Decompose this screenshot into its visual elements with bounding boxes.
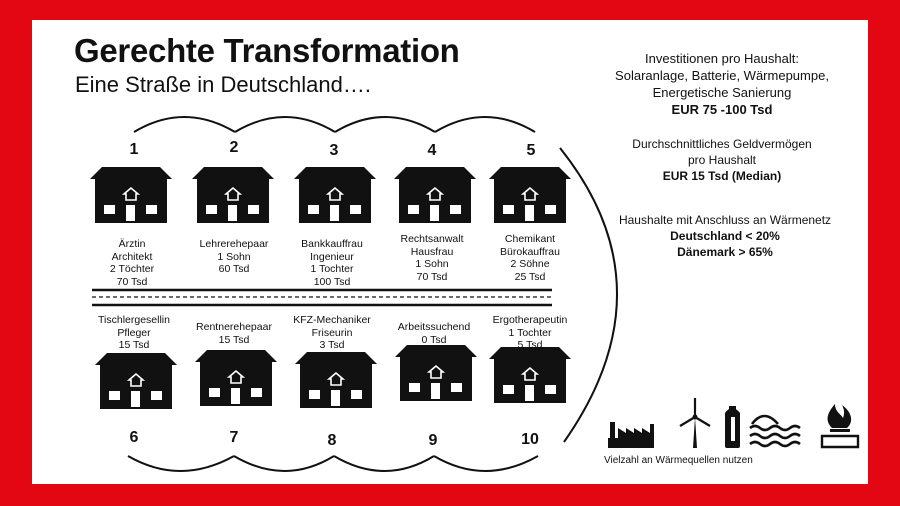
- house-7: [194, 349, 278, 407]
- house-number-9: 9: [428, 432, 438, 449]
- wealth-info: Durchschnittliches Geldvermögen pro Haus…: [622, 136, 822, 184]
- house-6: [94, 352, 178, 410]
- house-10: [488, 346, 572, 404]
- water-waves-icon: [749, 414, 801, 448]
- house-1: [89, 166, 173, 224]
- investment-value: EUR 75 -100 Tsd: [671, 102, 773, 117]
- wealth-value: EUR 15 Tsd (Median): [662, 169, 782, 183]
- heat-storage-tank-icon: [725, 406, 740, 448]
- house-number-2: 2: [229, 139, 239, 156]
- house-number-7: 7: [229, 429, 239, 446]
- heating-network-info: Haushalte mit Anschluss an Wärmenetz Deu…: [610, 212, 840, 260]
- house-number-8: 8: [327, 432, 337, 449]
- factory-icon: [608, 422, 654, 448]
- closing-arc: [559, 147, 618, 443]
- denmark-share: Dänemark > 65%: [677, 245, 773, 259]
- house-number-4: 4: [427, 142, 437, 159]
- house-3: [293, 166, 377, 224]
- slide-subtitle: Eine Straße in Deutschland….: [75, 72, 371, 97]
- house-5: [488, 166, 572, 224]
- heat-sources-caption: Vielzahl an Wärmequellen nutzen: [604, 455, 753, 466]
- bottom-arcs: [127, 455, 539, 472]
- house-2: [191, 166, 275, 224]
- house-number-6: 6: [129, 429, 139, 446]
- germany-share: Deutschland < 20%: [670, 229, 780, 243]
- fire-icon: [820, 404, 860, 449]
- top-arcs: [133, 116, 536, 133]
- street-illustration: [89, 116, 860, 472]
- wind-turbine-icon: [679, 398, 711, 448]
- investment-info: Investitionen pro Haushalt: Solaranlage,…: [597, 50, 847, 118]
- house-9: [394, 344, 478, 402]
- house-number-5: 5: [526, 142, 536, 159]
- house-number-1: 1: [129, 141, 139, 158]
- house-4: [393, 166, 477, 224]
- house-8: [294, 351, 378, 409]
- street: [92, 288, 552, 307]
- house-number-10: 10: [521, 431, 539, 448]
- house-number-3: 3: [329, 142, 339, 159]
- slide-title: Gerechte Transformation: [74, 32, 460, 69]
- slide: Gerechte Transformation Eine Straße in D…: [32, 20, 868, 484]
